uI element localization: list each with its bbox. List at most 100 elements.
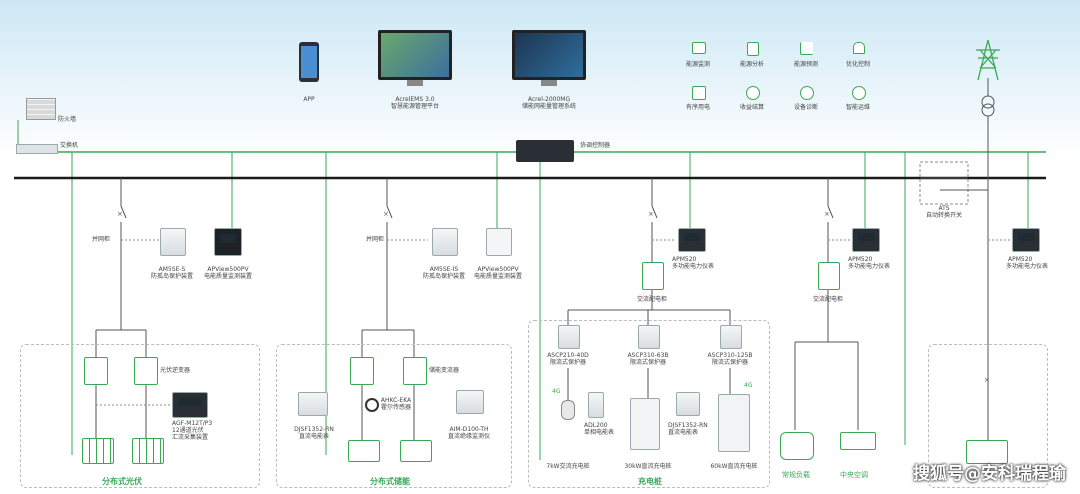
- pv-inverter-label: 光伏逆变器: [160, 367, 191, 374]
- charging-cabinet-label: 交流配电柜: [636, 296, 668, 303]
- normal-load-label: 常规负载: [782, 471, 810, 479]
- load-cabinet-label: 交流配电柜: [812, 296, 844, 303]
- storage-dev2-desc: 电能质量监测装置: [473, 273, 523, 280]
- load-meter-name: APM520: [848, 256, 873, 263]
- ac-charger-icon: [561, 400, 575, 420]
- ems-subtitle: 智慧能源管理平台: [390, 103, 440, 110]
- dc-charger-30kw: [630, 398, 660, 450]
- firewall-label: 防火墙: [58, 116, 77, 123]
- optimize-control-icon: [853, 42, 865, 54]
- protector-2-desc: 限流式保护器: [629, 359, 667, 366]
- pv-protection-device: [160, 228, 186, 256]
- pv-zone-label: 分布式光伏: [102, 477, 142, 486]
- pile-1-label: 7kW交流充电桩: [546, 463, 590, 470]
- hall-name: AHKC-EKA: [380, 397, 412, 404]
- signal-4g-1: 4G: [552, 388, 561, 395]
- storage-zone-label: 分布式储能: [370, 477, 410, 486]
- air-conditioner-icon: [840, 432, 876, 450]
- svg-text:×: ×: [824, 210, 830, 218]
- function-label-1: 能源分析: [739, 61, 765, 68]
- app-phone-icon: [299, 42, 319, 82]
- load-meter-device: [852, 228, 880, 252]
- protector-2-name: ASCP310-63B: [627, 352, 669, 359]
- load-ac-cabinet-icon: [818, 262, 840, 290]
- coordinator-controller-icon: [516, 140, 574, 162]
- bms-name: AIM-D100-TH: [449, 426, 489, 433]
- function-label-3: 优化控制: [845, 61, 871, 68]
- network-switch-icon: [16, 144, 58, 154]
- motor-icon: [780, 432, 814, 460]
- charging-ac-cabinet-icon: [642, 262, 664, 290]
- pcs-icon-2: [403, 357, 427, 385]
- storage-meter-desc: 直流电能表: [298, 433, 330, 440]
- signal-4g-2: 4G: [744, 382, 753, 389]
- dc-meter-device: [676, 392, 700, 416]
- watermark: 搜狐号@安科瑞程瑜: [913, 464, 1066, 484]
- ems-title: AcrelEMS 3.0: [395, 96, 435, 103]
- mg-title: Acrel-2000MG: [527, 96, 571, 103]
- hall-desc: 霍尔传感器: [380, 404, 412, 411]
- storage-dev1-name: AM5SE-IS: [429, 266, 459, 273]
- svg-text:×: ×: [648, 210, 654, 218]
- energy-analysis-icon: [747, 42, 759, 56]
- pv-dev1-desc: 防孤岛保护装置: [150, 273, 194, 280]
- mg-monitor-icon: [512, 30, 586, 80]
- grid-charging-station-icon: [966, 440, 1008, 464]
- function-label-7: 智能运维: [845, 104, 871, 111]
- function-label-4: 有序用电: [685, 104, 711, 111]
- zone-charging: [528, 320, 770, 488]
- djsf-name: DJSF1352-RN: [668, 422, 708, 429]
- djsf-desc: 直流电能表: [668, 429, 699, 436]
- transmission-tower-icon: [976, 40, 1000, 80]
- solar-panel-icon-2: [132, 438, 164, 464]
- pv-dev2-name: APView500PV: [207, 266, 249, 273]
- agf-desc-2: 汇流采集装置: [172, 434, 209, 441]
- storage-dev1-desc: 防孤岛保护装置: [422, 273, 466, 280]
- solar-panel-icon-1: [82, 438, 114, 464]
- firewall-icon: [26, 98, 56, 120]
- storage-switch-label: 并网柜: [366, 236, 385, 243]
- storage-dev2-name: APView500PV: [477, 266, 519, 273]
- function-label-5: 收益结算: [739, 104, 765, 111]
- ems-monitor-icon: [378, 30, 452, 80]
- pile-3-label: 60kW直流充电桩: [710, 463, 758, 470]
- hall-sensor-icon: [365, 398, 379, 412]
- energy-forecast-icon: [800, 42, 813, 55]
- protector-1-desc: 限流式保护器: [549, 359, 587, 366]
- charging-meter-name: APM520: [672, 256, 697, 263]
- agf-collector-device: [172, 392, 208, 418]
- single-phase-meter: [588, 392, 604, 418]
- ats-subtitle: 自动转换开关: [925, 212, 963, 219]
- protector-device-2: [638, 325, 660, 349]
- pv-inverter-icon-1: [84, 357, 108, 385]
- svg-text:×: ×: [117, 210, 123, 218]
- pv-switch-label: 并网柜: [92, 236, 111, 243]
- svg-text:×: ×: [984, 376, 990, 384]
- function-label-6: 设备诊断: [793, 104, 819, 111]
- load-meter-desc: 多功能电力仪表: [848, 263, 891, 270]
- network-switch-label: 交换机: [60, 142, 79, 149]
- zone-pv: [20, 344, 260, 488]
- storage-quality-device: [486, 228, 512, 256]
- pv-quality-device: [214, 228, 242, 256]
- grid-meter-device: [1012, 228, 1040, 252]
- ordered-power-icon: [692, 86, 706, 100]
- adl-name: ADL200: [584, 422, 608, 429]
- zone-storage: [276, 344, 512, 488]
- pv-inverter-icon-2: [134, 357, 158, 385]
- mg-subtitle: 储能网能量管理系统: [521, 103, 577, 110]
- mg-stand: [541, 80, 557, 86]
- zone-grid: [928, 344, 1048, 488]
- central-ac-label: 中央空调: [840, 471, 868, 479]
- bms-desc: 直流绝缘监测仪: [447, 433, 491, 440]
- device-diagnosis-icon: [800, 86, 814, 100]
- storage-protection-device: [432, 228, 458, 256]
- protector-3-name: ASCP310-125B: [707, 352, 753, 359]
- grid-meter-name: APM520: [1008, 256, 1033, 263]
- pcs-icon-1: [350, 357, 374, 385]
- sky-background: [0, 0, 1080, 160]
- insulation-monitor-device: [456, 390, 484, 414]
- revenue-settlement-icon: [746, 86, 760, 100]
- ems-stand: [407, 80, 423, 86]
